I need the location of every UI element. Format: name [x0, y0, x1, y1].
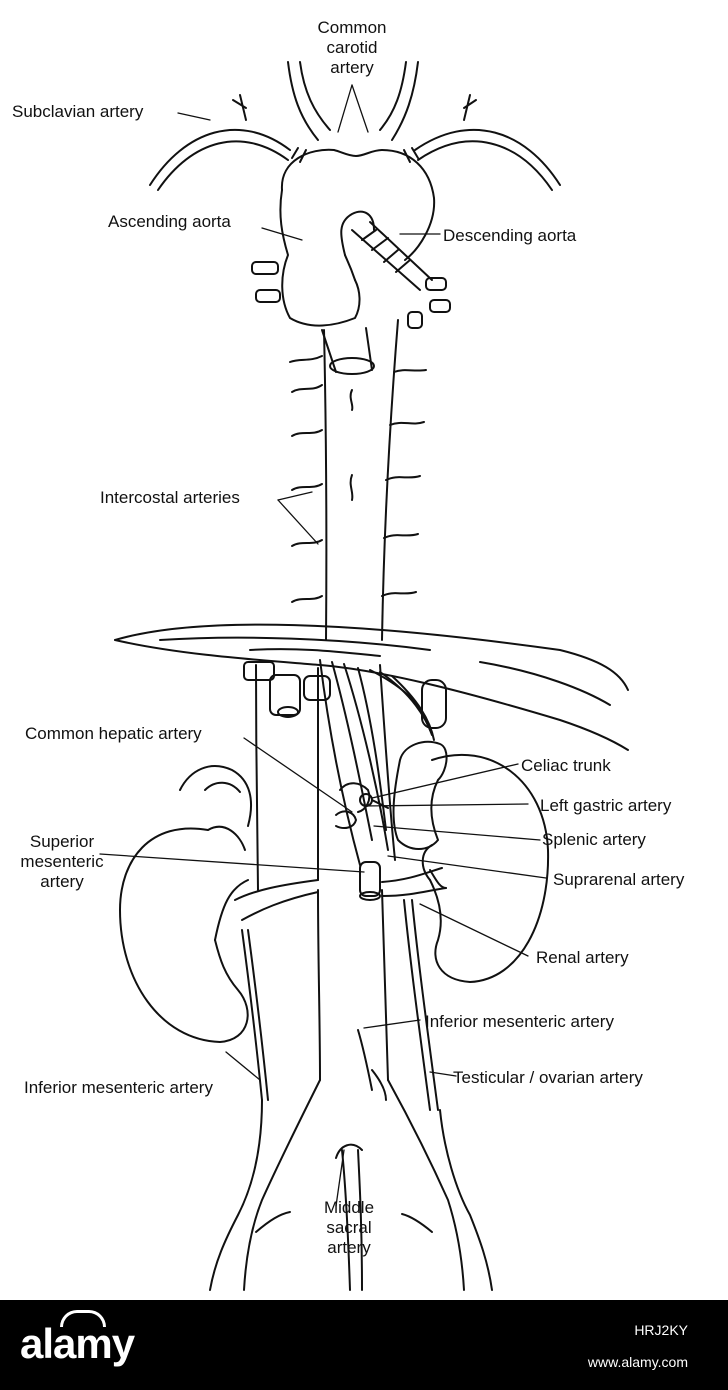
arch-tube-left: [321, 327, 375, 375]
arch-tube-right: [351, 221, 433, 291]
label-testicular-ovarian-artery: Testicular / ovarian artery: [453, 1068, 643, 1087]
aortic-arch: [279, 148, 436, 327]
label-subclavian-artery: Subclavian artery: [12, 102, 144, 121]
crus-muscle: [319, 659, 447, 866]
iliac-bifurcation: [209, 1079, 493, 1291]
gonadal-vessels: [241, 899, 439, 1111]
inferior-vena-cava: [243, 661, 331, 891]
left-suprarenal-gland: [392, 740, 448, 850]
arch-stubs: [251, 261, 451, 329]
label-common-carotid-artery: Common carotid artery: [317, 18, 387, 77]
label-renal-artery: Renal artery: [536, 948, 629, 967]
descending-aorta: [323, 319, 399, 641]
right-kidney: [119, 765, 252, 1043]
leader-lines: [99, 84, 547, 1207]
label-suprarenal-artery: Suprarenal artery: [553, 870, 685, 889]
abdominal-aorta: [317, 889, 389, 1081]
label-descending-aorta: Descending aorta: [443, 226, 577, 245]
label-intercostal-arteries: Intercostal arteries: [100, 488, 240, 507]
label-ascending-aorta: Ascending aorta: [108, 212, 231, 231]
image-id-text: HRJ2KY: [634, 1322, 688, 1338]
label-common-hepatic-artery: Common hepatic artery: [25, 724, 202, 743]
label-superior-mesenteric-artery: Superior mesenteric artery: [20, 832, 104, 891]
subclavian-branches: [149, 94, 561, 191]
intercostal-lines: [289, 355, 427, 603]
arterial-system-diagram: Common carotid artery Subclavian artery …: [12, 18, 685, 1291]
stock-footer-bar: alamy HRJ2KY www.alamy.com: [0, 1300, 728, 1390]
label-splenic-artery: Splenic artery: [542, 830, 646, 849]
label-inferior-mesenteric-artery-right: Inferior mesenteric artery: [425, 1012, 614, 1031]
diagram-drawing: [99, 61, 629, 1291]
site-url-text: www.alamy.com: [587, 1354, 688, 1370]
renal-arteries: [234, 867, 447, 921]
label-celiac-trunk: Celiac trunk: [521, 756, 611, 775]
superior-mesenteric-stub: [359, 861, 381, 901]
carotid-branches: [287, 61, 419, 141]
alamy-logo: alamy: [20, 1320, 135, 1367]
label-inferior-mesenteric-artery-left: Inferior mesenteric artery: [24, 1078, 213, 1097]
label-middle-sacral-artery: Middle sacral artery: [323, 1198, 375, 1257]
label-left-gastric-artery: Left gastric artery: [540, 796, 672, 815]
